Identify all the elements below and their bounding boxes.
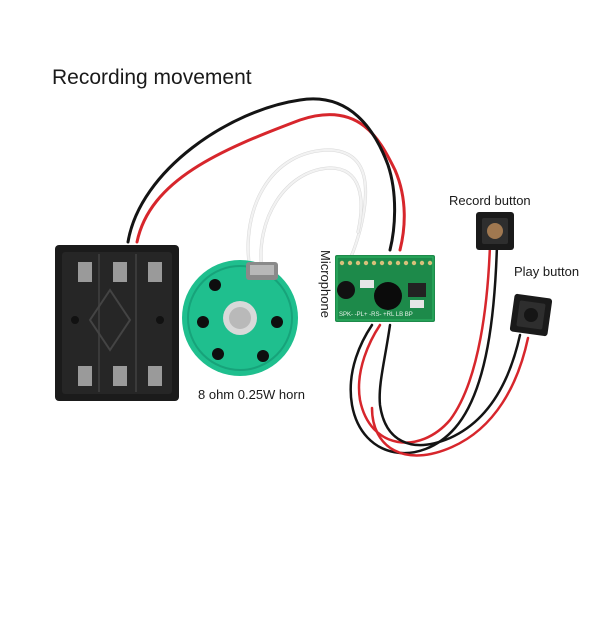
play-push-button: [509, 293, 553, 337]
button-wires: [349, 243, 530, 457]
play-button-label: Play button: [514, 264, 580, 279]
record-push-button: [476, 212, 514, 250]
page-title: Recording movement: [52, 66, 252, 89]
speaker-wires: [246, 148, 368, 272]
battery-wires: [126, 97, 406, 252]
microphone-label: Microphone: [318, 250, 333, 318]
record-button-label: Record button: [449, 193, 531, 208]
microphone-icon: [337, 281, 355, 299]
circuit-board: SPK- -PL+ -RS- +RL LB BP: [335, 255, 435, 322]
speaker: [182, 260, 298, 376]
speaker-label: 8 ohm 0.25W horn: [198, 387, 305, 402]
battery-holder: [55, 245, 179, 401]
board-silkscreen: SPK- -PL+ -RS- +RL LB BP: [339, 312, 413, 318]
